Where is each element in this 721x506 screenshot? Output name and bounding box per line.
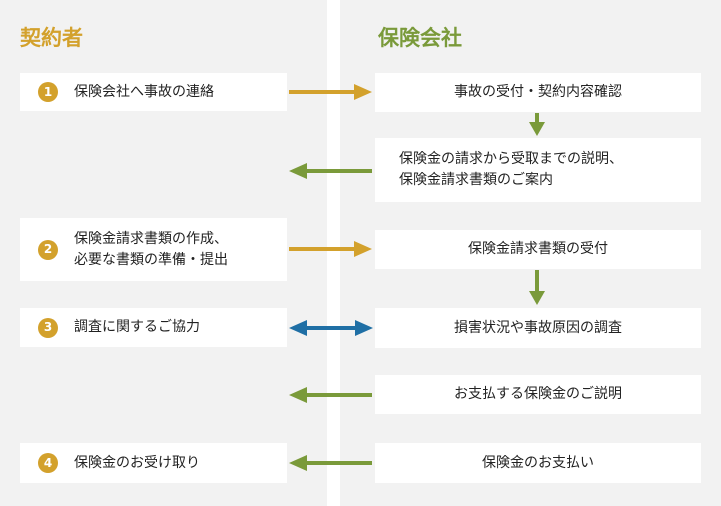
right-step-label: 事故の受付・契約内容確認 bbox=[454, 84, 622, 100]
right-step-label: 保険金のお支払い bbox=[482, 454, 594, 471]
arrow-left-explanation bbox=[289, 387, 372, 403]
left-step-4: 4 保険金のお受け取り bbox=[20, 443, 287, 483]
arrow-left-guidance bbox=[289, 163, 372, 179]
right-step-accept: 事故の受付・契約内容確認 bbox=[375, 73, 701, 112]
arrow-both-cooperation bbox=[289, 320, 373, 336]
left-step-label: 保険金のお受け取り bbox=[74, 454, 200, 471]
left-step-1: 1 保険会社へ事故の連絡 bbox=[20, 73, 287, 111]
right-step-label: 損害状況や事故原因の調査 bbox=[454, 319, 622, 336]
right-step-explanation: 保険金の請求から受取までの説明、 保険金請求書類のご案内 bbox=[375, 138, 701, 202]
right-step-payment-explanation: お支払する保険金のご説明 bbox=[375, 375, 701, 414]
policyholder-heading: 契約者 bbox=[20, 26, 83, 50]
arrow-left-payment bbox=[289, 455, 372, 471]
right-step-label: お支払する保険金のご説明 bbox=[454, 386, 622, 402]
left-step-label: 調査に関するご協力 bbox=[74, 319, 200, 335]
left-step-label: 保険会社へ事故の連絡 bbox=[74, 83, 214, 100]
right-step-payment: 保険金のお支払い bbox=[375, 443, 701, 483]
step-number-badge: 2 bbox=[38, 239, 58, 260]
left-step-label: 保険金請求書類の作成、 必要な書類の準備・提出 bbox=[74, 230, 228, 268]
insurer-heading: 保険会社 bbox=[378, 26, 462, 50]
right-step-receive-docs: 保険金請求書類の受付 bbox=[375, 230, 701, 269]
arrow-right-report bbox=[289, 84, 372, 100]
left-step-3: 3 調査に関するご協力 bbox=[20, 308, 287, 347]
step-number-badge: 1 bbox=[38, 82, 58, 102]
left-step-2: 2 保険金請求書類の作成、 必要な書類の準備・提出 bbox=[20, 218, 287, 281]
arrow-down-2 bbox=[529, 270, 545, 305]
step-number-badge: 4 bbox=[38, 453, 58, 473]
right-step-investigation: 損害状況や事故原因の調査 bbox=[375, 308, 701, 348]
arrow-right-submit bbox=[289, 241, 372, 257]
right-step-label: 保険金の請求から受取までの説明、 保険金請求書類のご案内 bbox=[399, 151, 623, 188]
step-number-badge: 3 bbox=[38, 317, 58, 338]
arrow-down-1 bbox=[529, 113, 545, 136]
right-step-label: 保険金請求書類の受付 bbox=[468, 241, 608, 257]
